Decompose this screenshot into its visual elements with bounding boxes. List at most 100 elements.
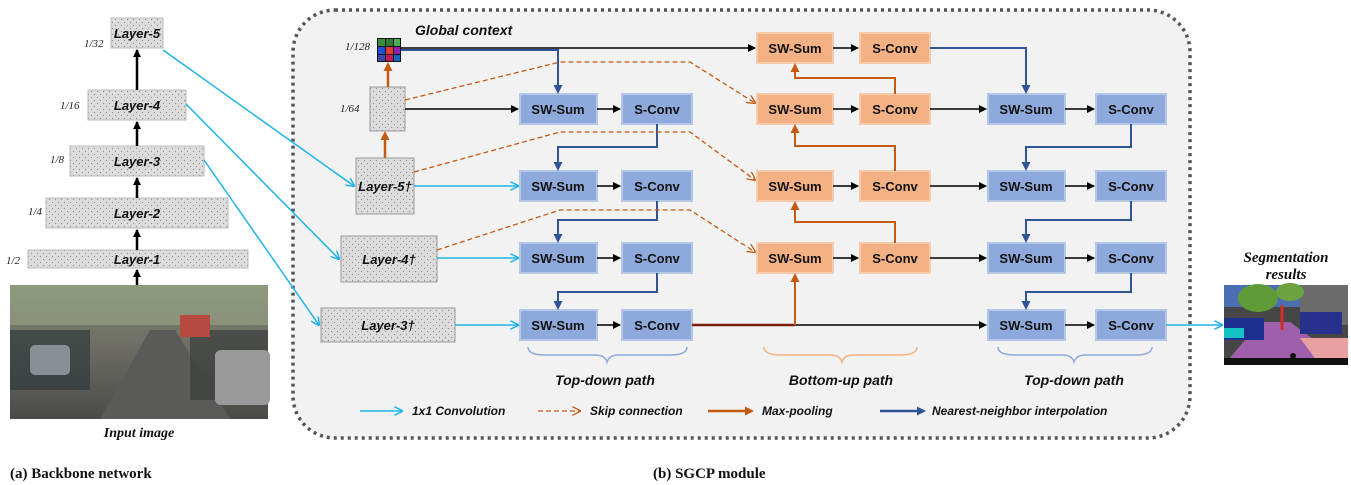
segmentation-output: Segmentation results — [1224, 250, 1348, 365]
layer-5-box — [110, 17, 164, 49]
s-conv-block — [859, 242, 931, 274]
s-conv-label: S-Conv — [634, 251, 680, 266]
sw-sum-label: SW-Sum — [531, 318, 584, 333]
td2-row2: SW-Sum S-Conv — [987, 170, 1167, 202]
td1-row3: SW-Sum S-Conv — [519, 242, 693, 274]
layer-3-label: Layer-3 — [114, 154, 161, 169]
layer-4-dagger-box — [340, 235, 438, 283]
layer-5-scale: 1/32 — [84, 38, 104, 50]
sw-sum-label: SW-Sum — [999, 102, 1052, 117]
bottom-up-path-label: Bottom-up path — [789, 372, 893, 388]
layer-4-dagger-label: Layer-4† — [362, 252, 416, 267]
layer-2-box — [45, 197, 229, 229]
td1-row1: SW-Sum S-Conv — [519, 93, 693, 125]
layer-2-label: Layer-2 — [114, 206, 161, 221]
scale-64-label: 1/64 — [340, 103, 360, 115]
layer-4-box — [87, 89, 187, 121]
s-conv-label: S-Conv — [634, 102, 680, 117]
layer-4-label: Layer-4 — [114, 98, 161, 113]
layer-2-scale: 1/4 — [28, 206, 43, 218]
td2-row4: SW-Sum S-Conv — [987, 309, 1167, 341]
s-conv-block — [859, 32, 931, 64]
bu-row0: SW-Sum S-Conv — [756, 32, 931, 64]
s-conv-label: S-Conv — [1108, 251, 1154, 266]
legend-label-skip: Skip connection — [590, 404, 683, 418]
layer-1-scale: 1/2 — [6, 255, 21, 267]
td2-row1: SW-Sum S-Conv — [987, 93, 1167, 125]
sw-sum-label: SW-Sum — [768, 102, 821, 117]
s-conv-label: S-Conv — [1108, 318, 1154, 333]
sw-sum-block — [987, 93, 1066, 125]
s-conv-label: S-Conv — [872, 251, 918, 266]
sw-sum-block — [756, 93, 834, 125]
bu-row1: SW-Sum S-Conv — [756, 93, 931, 125]
s-conv-block — [1095, 93, 1167, 125]
s-conv-block — [1095, 309, 1167, 341]
segmentation-image — [1224, 283, 1348, 365]
input-image-caption: Input image — [103, 426, 174, 441]
sw-sum-label: SW-Sum — [999, 251, 1052, 266]
sw-sum-label: SW-Sum — [768, 41, 821, 56]
s-conv-label: S-Conv — [872, 41, 918, 56]
input-image — [10, 285, 270, 419]
layer-1-label: Layer-1 — [114, 252, 160, 267]
sw-sum-block — [519, 93, 598, 125]
sw-sum-block — [987, 242, 1066, 274]
s-conv-label: S-Conv — [1108, 102, 1154, 117]
sw-sum-label: SW-Sum — [531, 102, 584, 117]
horizontal-flow-arrows — [405, 44, 1095, 329]
s-conv-block — [1095, 170, 1167, 202]
bu-row3: SW-Sum S-Conv — [756, 242, 931, 274]
sw-sum-block — [987, 309, 1066, 341]
layer-5-label: Layer-5 — [114, 26, 161, 41]
s-conv-label: S-Conv — [1108, 179, 1154, 194]
layer-3-dagger-box — [320, 307, 456, 343]
segmentation-title-line2: results — [1266, 267, 1307, 283]
s-conv-label: S-Conv — [872, 102, 918, 117]
backbone-caption: (a) Backbone network — [10, 466, 152, 482]
global-context-grid-icon — [377, 38, 401, 62]
top-down-path-label-2: Top-down path — [1024, 372, 1124, 388]
scale-128-label: 1/128 — [345, 41, 371, 53]
pooled-1-64-box — [369, 86, 406, 132]
legend: 1x1 Convolution Skip connection Max-pool… — [360, 404, 1107, 418]
sw-sum-label: SW-Sum — [999, 318, 1052, 333]
legend-label-interp: Nearest-neighbor interpolation — [932, 404, 1107, 418]
layer-4-scale: 1/16 — [60, 100, 80, 112]
td1-row2: SW-Sum S-Conv — [519, 170, 693, 202]
s-conv-block — [621, 309, 693, 341]
interpolation-arrows — [401, 47, 1132, 310]
sw-sum-label: SW-Sum — [999, 179, 1052, 194]
sgcp-module: Global context 1/128 1/64 Layer-5† Layer… — [162, 8, 1222, 482]
conv-1x1-arrows — [162, 49, 1222, 325]
skip-connections — [404, 61, 755, 252]
s-conv-label: S-Conv — [634, 179, 680, 194]
layer-3-dagger-label: Layer-3† — [361, 318, 415, 333]
sw-sum-block — [987, 170, 1066, 202]
s-conv-label: S-Conv — [872, 179, 918, 194]
backbone-network: Layer-5 1/32 Layer-4 1/16 Layer-3 1/8 La… — [6, 17, 270, 482]
sgcp-caption: (b) SGCP module — [653, 466, 766, 482]
s-conv-label: S-Conv — [634, 318, 680, 333]
max-pooling-arrows — [790, 63, 896, 325]
sw-sum-block — [519, 170, 598, 202]
sw-sum-block — [519, 309, 598, 341]
legend-label-maxpool: Max-pooling — [762, 404, 833, 418]
path-braces — [527, 346, 1153, 365]
s-conv-block — [859, 93, 931, 125]
sw-sum-label: SW-Sum — [531, 179, 584, 194]
sw-sum-label: SW-Sum — [768, 251, 821, 266]
sgcp-container — [291, 8, 1192, 440]
sw-sum-label: SW-Sum — [768, 179, 821, 194]
layer-5-dagger-label: Layer-5† — [358, 179, 412, 194]
s-conv-block — [621, 170, 693, 202]
s-conv-block — [621, 93, 693, 125]
legend-label-conv: 1x1 Convolution — [412, 404, 505, 418]
global-context-label: Global context — [415, 22, 514, 38]
top-down-path-label-1: Top-down path — [555, 372, 655, 388]
segmentation-title-line1: Segmentation — [1243, 250, 1328, 266]
sw-sum-label: SW-Sum — [531, 251, 584, 266]
sw-sum-block — [519, 242, 598, 274]
layer-3-scale: 1/8 — [50, 154, 65, 166]
